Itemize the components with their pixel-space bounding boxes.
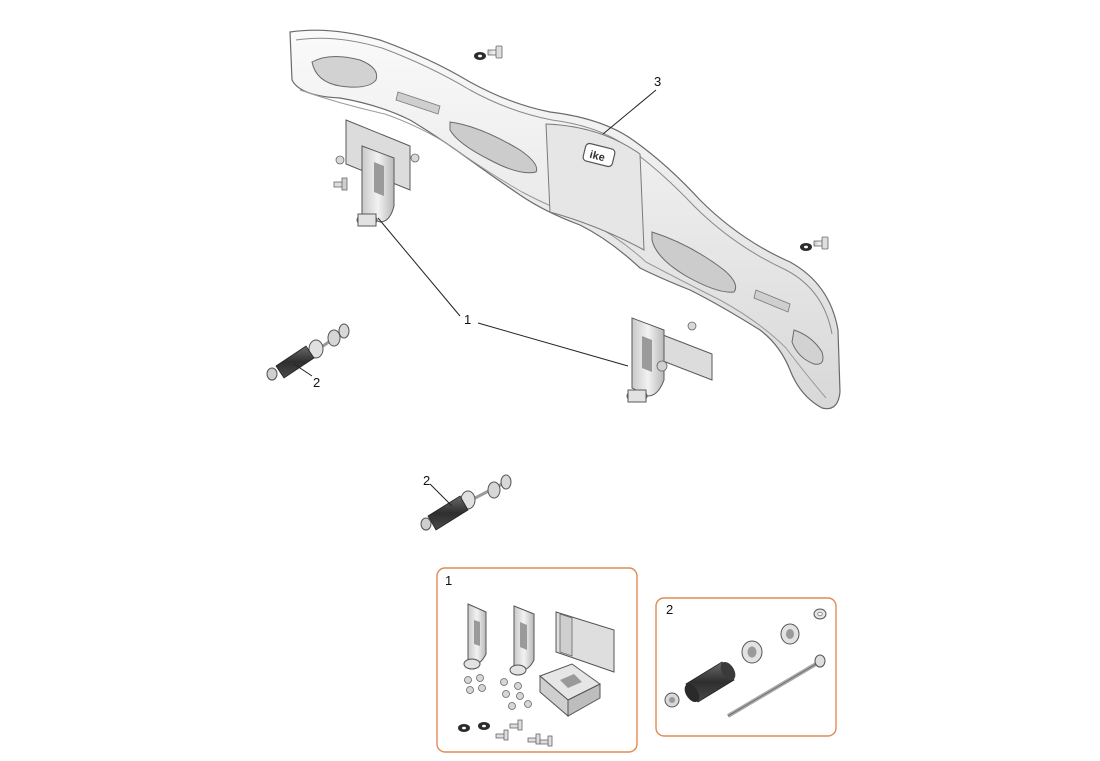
leader-line-2-lower [429,483,453,507]
leader-lines [293,89,657,507]
leader-line-3 [602,89,657,135]
kit-2-long-bolt [726,654,826,718]
shock-absorber-lower [420,474,512,531]
mounting-bracket-right [626,317,713,403]
leader-line-1-left [377,217,461,317]
leader-line-2-upper [293,363,313,377]
kit-1-plate-upright [555,611,615,673]
kit-box-1: 1 [436,567,638,753]
kit-1-washers [458,722,490,732]
kit-1-bolts [495,719,553,747]
kit-box-2: 2 [655,597,837,737]
kit-1-bracket-b [509,605,535,676]
brand-logo-text: ike [588,149,606,164]
kit-2-nut [664,692,680,708]
kit-2-bushing-medium [741,640,763,664]
kit-box-1-label: 1 [445,573,452,588]
leader-line-1-right [477,322,629,367]
mounting-bracket-left [333,119,420,227]
kit-2-rubber-spring [684,661,736,703]
cross-bar: ike [289,29,841,410]
callout-1: 1 [464,312,471,327]
washer-bolt-top [474,45,503,60]
washer-bolt-right [800,236,829,251]
kit-1-plate-flat [539,663,601,718]
kit-2-bushing-large [780,623,800,645]
shock-absorber-upper [266,323,350,381]
kit-box-2-label: 2 [666,602,673,617]
kit-1-bracket-a [463,603,487,670]
brand-logo: ike [582,142,616,168]
callout-3: 3 [654,74,661,89]
kit-2-washer [813,608,827,620]
kit-1-nuts [464,674,532,710]
callout-2-upper: 2 [313,375,320,390]
callout-2-lower: 2 [423,473,430,488]
